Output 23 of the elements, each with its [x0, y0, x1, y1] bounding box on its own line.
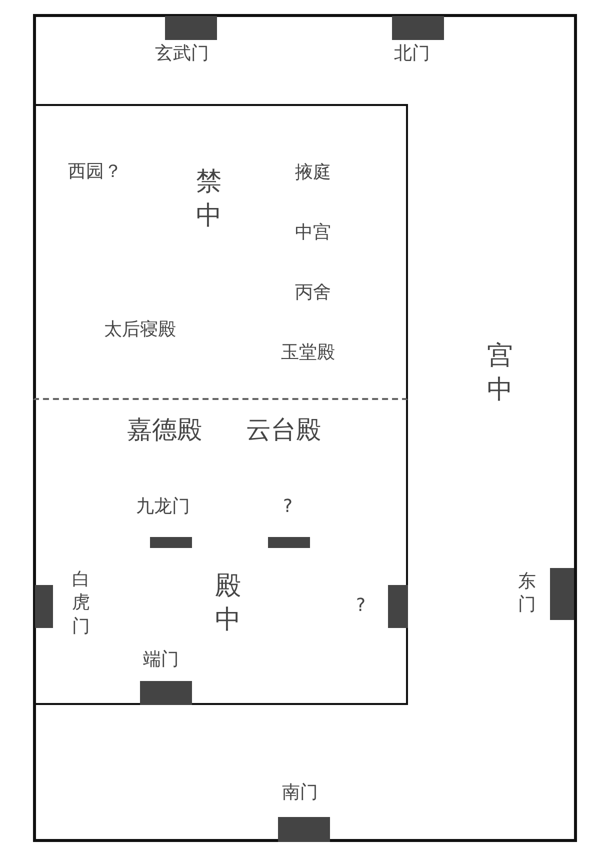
wall-outline	[33, 400, 408, 705]
hall-label: 丙舍	[295, 283, 331, 303]
gate-label: 九龙门	[136, 497, 190, 517]
gate-label: 东门	[518, 570, 536, 617]
hall-label: 云台殿	[246, 416, 321, 444]
gate-label: 北门	[394, 44, 430, 64]
hall-label: 掖庭	[295, 163, 331, 183]
gate-label: 白虎门	[72, 568, 90, 638]
hall-label: 玉堂殿	[281, 343, 335, 363]
gate-label: 端门	[143, 650, 179, 670]
hall-label: 西园？	[68, 162, 122, 182]
hall-label: 太后寝殿	[104, 320, 176, 340]
gate-label: ?	[356, 596, 366, 616]
gate-label: ?	[283, 497, 293, 517]
gate-label: 南门	[282, 783, 318, 803]
wall-outline	[33, 14, 577, 842]
wall-outline	[33, 104, 408, 400]
hall-label: 中宫	[295, 223, 331, 243]
area-label: 宫中	[487, 340, 513, 407]
gate-label: 玄武门	[155, 44, 209, 64]
hall-label: 嘉德殿	[127, 416, 202, 444]
area-label: 禁中	[196, 166, 222, 233]
area-label: 殿中	[215, 570, 241, 637]
